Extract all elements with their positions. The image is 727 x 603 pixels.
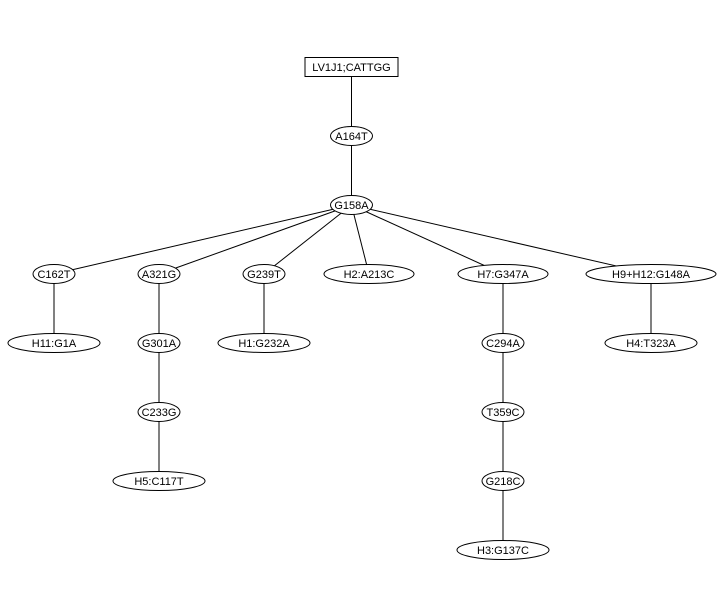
node-ellipse [32,264,76,284]
node-label: T359C [486,407,519,419]
node-ellipse [112,471,206,491]
node-h9h12: H9+H12:G148A [585,264,717,284]
node-ellipse [137,333,181,353]
node-label: G218C [486,476,521,488]
node-label: H3:G137C [477,545,529,557]
edge-g158a-c162t [53,204,352,275]
node-ellipse [457,264,549,284]
node-ellipse [585,264,717,284]
edge-g158a-h7 [351,204,504,275]
node-g301a: G301A [137,333,181,353]
node-label: H9+H12:G148A [612,269,691,281]
edge-g158a-h9h12 [351,204,652,275]
nodes-layer: LV1J1;CATTGG A164T G158A C162T A321G G239T H2:… [7,57,717,560]
node-ellipse [330,126,373,146]
edges-layer [53,67,652,550]
node-c294a: C294A [481,333,525,353]
node-ellipse [137,402,181,422]
node-h7: H7:G347A [457,264,549,284]
node-h3: H3:G137C [456,540,550,560]
node-label: H1:G232A [238,338,290,350]
node-ellipse [323,264,415,284]
node-label: G158A [334,200,369,212]
node-h11: H11:G1A [7,333,101,353]
node-g239t: G239T [242,264,286,284]
node-h5: H5:C117T [112,471,206,491]
node-ellipse [242,264,286,284]
edge-g158a-h2 [351,204,370,275]
node-a164t: A164T [330,126,373,146]
node-ellipse [217,333,311,353]
edge-g158a-a321g [158,204,352,275]
node-ellipse [330,195,373,215]
node-ellipse [456,540,550,560]
node-h2: H2:A213C [323,264,415,284]
node-c233g: C233G [137,402,181,422]
node-c162t: C162T [32,264,76,284]
node-ellipse [7,333,101,353]
node-label: LV1J1;CATTGG [312,62,390,74]
node-ellipse [604,333,698,353]
edge-g158a-g239t [263,204,352,275]
node-h1: H1:G232A [217,333,311,353]
node-g158a: G158A [330,195,373,215]
node-label: A321G [142,269,176,281]
node-ellipse [481,333,525,353]
node-ellipse [481,402,525,422]
node-label: H5:C117T [134,476,184,488]
node-label: C233G [142,407,177,419]
node-ellipse [481,471,525,491]
node-root: LV1J1;CATTGG [304,57,399,77]
node-label: H11:G1A [32,338,77,350]
node-a321g: A321G [137,264,181,284]
node-ellipse [137,264,181,284]
node-h4: H4:T323A [604,333,698,353]
node-label: A164T [335,131,368,143]
node-label: G301A [142,338,177,350]
node-box [304,57,399,77]
node-t359c: T359C [481,402,525,422]
node-label: C294A [486,338,520,350]
node-g218c: G218C [481,471,525,491]
node-label: H7:G347A [477,269,529,281]
node-label: C162T [37,269,70,281]
node-label: G239T [247,269,281,281]
node-label: H2:A213C [344,269,395,281]
node-label: H4:T323A [626,338,676,350]
